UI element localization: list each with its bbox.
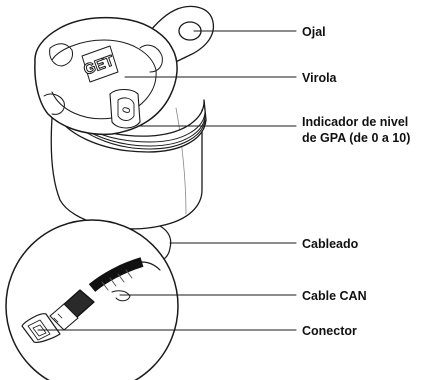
can-cable xyxy=(88,257,161,302)
get-logo: GET xyxy=(81,45,119,83)
label-indicador-line1: Indicador de nivel xyxy=(302,115,409,129)
gpa-level-indicator: 0 xyxy=(109,88,141,129)
label-conector: Conector xyxy=(302,324,357,338)
svg-text:0: 0 xyxy=(120,106,133,115)
label-indicador: Indicador de nivel de GPA (de 0 a 10) xyxy=(302,114,410,146)
label-ojal: Ojal xyxy=(302,25,326,39)
label-virola: Virola xyxy=(302,71,337,85)
label-indicador-line2: de GPA (de 0 a 10) xyxy=(302,131,411,145)
label-cableado: Cableado xyxy=(302,237,359,251)
leader-lines xyxy=(37,30,297,331)
label-cable-can: Cable CAN xyxy=(302,289,367,303)
